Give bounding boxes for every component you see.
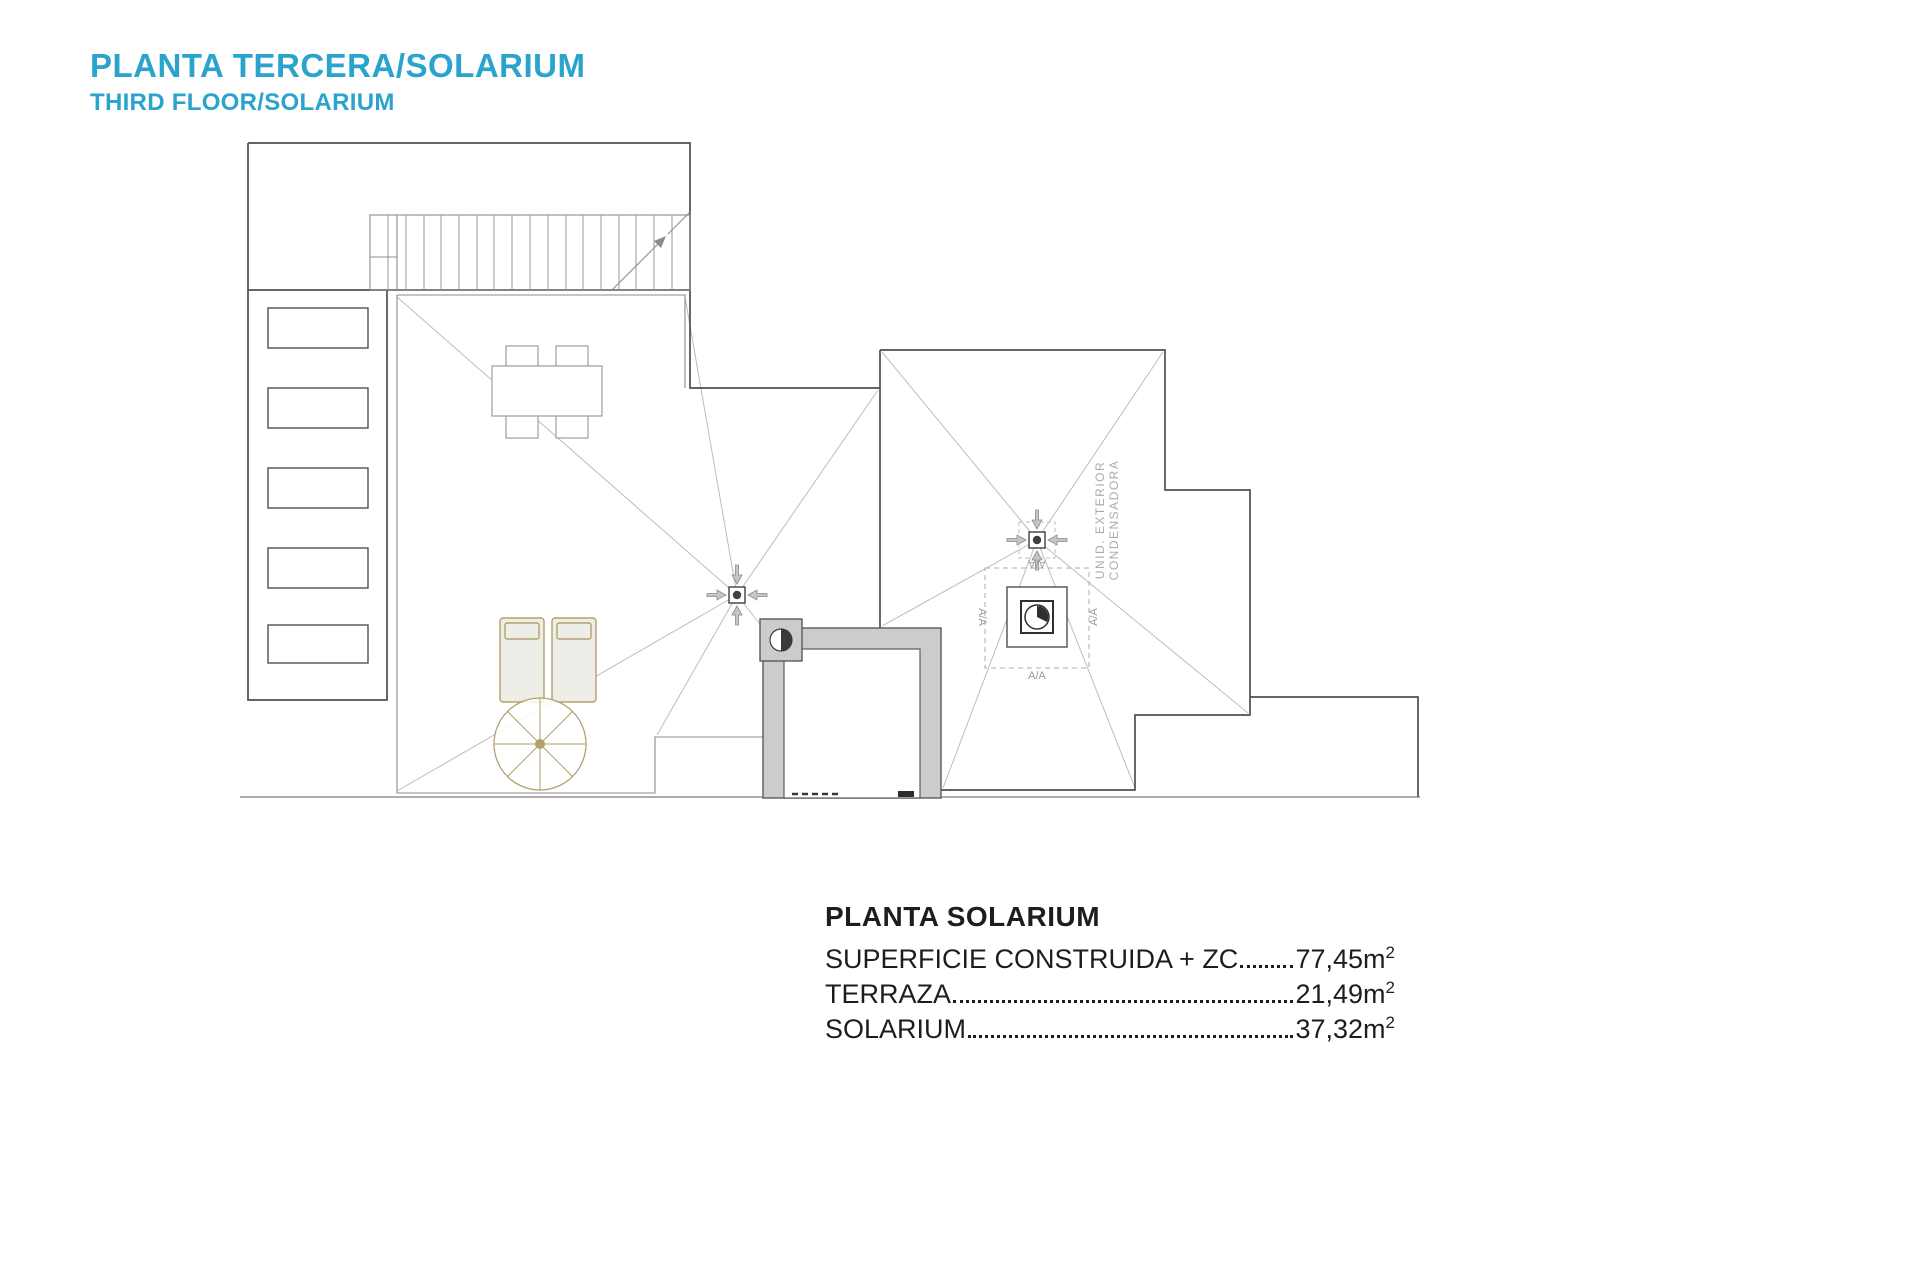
sun-loungers — [499, 617, 597, 703]
ac-clearance-label: A/A — [1088, 607, 1100, 625]
page-subtitle: THIRD FLOOR/SOLARIUM — [90, 89, 395, 117]
door-mark — [898, 791, 914, 797]
facade-louvers — [267, 307, 369, 664]
dot-leader — [968, 1035, 1294, 1038]
ac-clearance-label: A/A — [1028, 670, 1046, 682]
floor-drain-terrace — [706, 564, 768, 626]
ac-clearance-label: A/A — [976, 608, 988, 626]
fan-icon — [1024, 604, 1050, 630]
legend-label: SOLARIUM — [825, 1014, 967, 1044]
stairs — [369, 211, 691, 291]
dining-table — [491, 365, 603, 417]
page-title: PLANTA TERCERA/SOLARIUM — [90, 47, 586, 84]
stair-direction-arrow — [654, 236, 666, 248]
plan-inner-walls — [396, 294, 763, 794]
roof-slope-lines — [396, 296, 1249, 792]
legend-label: SUPERFICIE CONSTRUIDA + ZC — [825, 944, 1239, 974]
ac-clearance-label: A/A — [1027, 557, 1045, 569]
legend-row-terraza: TERRAZA 21,49m2 — [825, 975, 1395, 1010]
stair-break-line — [611, 211, 691, 291]
legend-row-solarium: SOLARIUM 37,32m2 — [825, 1010, 1395, 1045]
legend-label: TERRAZA — [825, 979, 952, 1009]
outdoor-dining-set — [491, 345, 603, 439]
svg-text:CONDENSADORA: CONDENSADORA — [1107, 460, 1121, 581]
legend-value: 37,32m2 — [1295, 1013, 1395, 1044]
ac-condenser-unit: A/A A/A A/A A/A — [976, 521, 1100, 682]
legend-value: 21,49m2 — [1295, 978, 1395, 1009]
legend-value: 77,45m2 — [1295, 943, 1395, 974]
page-header: PLANTA TERCERA/SOLARIUM THIRD FLOOR/SOLA… — [90, 47, 586, 117]
dot-leader — [953, 1000, 1294, 1003]
elevator-shaft — [759, 618, 942, 799]
ac-unit-label: UNID. EXTERIOR CONDENSADORA — [1093, 460, 1121, 581]
parasol-umbrella — [493, 697, 587, 791]
dot-leader — [1240, 965, 1294, 968]
legend-row-superficie: SUPERFICIE CONSTRUIDA + ZC 77,45m2 — [825, 940, 1395, 975]
svg-text:UNID. EXTERIOR: UNID. EXTERIOR — [1093, 461, 1107, 579]
legend-heading: PLANTA SOLARIUM — [825, 901, 1101, 932]
area-legend: PLANTA SOLARIUM SUPERFICIE CONSTRUIDA + … — [825, 901, 1395, 1045]
